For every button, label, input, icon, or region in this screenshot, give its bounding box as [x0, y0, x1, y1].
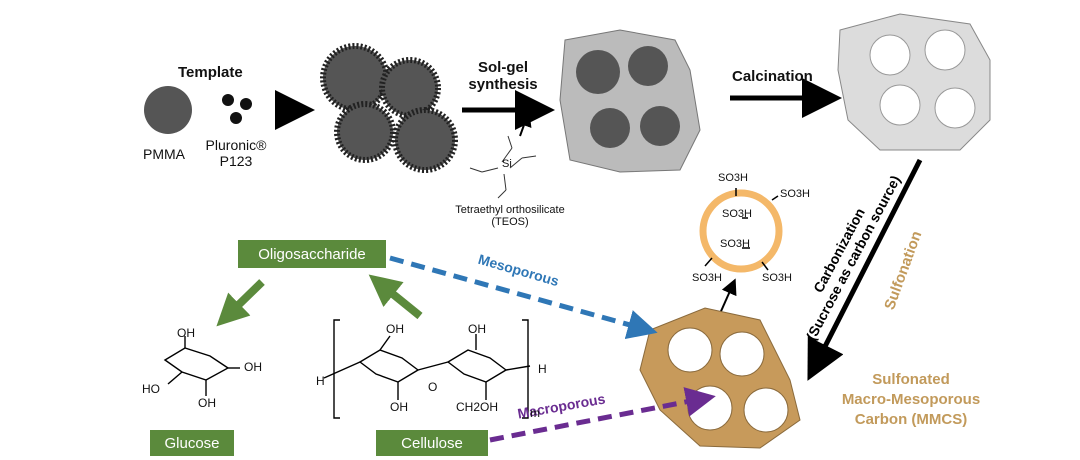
label-pluronic: Pluronic® P123: [205, 137, 267, 169]
cellulose-oh-2: OH: [468, 322, 486, 336]
label-mmcs-line2: Macro-Mesoporous: [841, 391, 981, 408]
porous-silica: [837, 13, 991, 151]
glucose-ho: HO: [142, 382, 160, 396]
pmma-p123-composite: [320, 43, 458, 173]
cellulose-h-right: H: [538, 362, 547, 376]
mmcs-carbon: [639, 307, 801, 449]
oligosaccharide-box: Oligosaccharide: [238, 240, 386, 268]
cellulose-oh-3: OH: [390, 400, 408, 414]
teos-si: Si: [502, 158, 512, 170]
arrow-from-cellulose: [368, 274, 423, 320]
label-teos: Tetraethyl orthosilicate (TEOS): [430, 204, 590, 228]
label-pluronic-line1: Pluronic®: [205, 137, 267, 153]
so3h-1: SO3H: [718, 172, 748, 184]
arrow-mesoporous: [389, 255, 658, 340]
so3h-5: SO3H: [692, 272, 722, 284]
pluronic-micelles: [222, 94, 252, 124]
label-pluronic-line2: P123: [219, 153, 253, 169]
pmma-sphere: [144, 86, 192, 134]
label-mmcs: Sulfonated Macro-Mesoporous Carbon (MMCS…: [836, 370, 986, 430]
cellulose-oh-1: OH: [386, 322, 404, 336]
cellulose-box: Cellulose: [376, 430, 488, 456]
arrow-to-glucose: [216, 279, 265, 327]
so3h-4: SO3H: [720, 238, 750, 250]
label-template: Template: [178, 64, 243, 81]
cellulose-o-link: O: [428, 380, 438, 394]
glucose-box: Glucose: [150, 430, 234, 456]
so3h-bonds: [704, 188, 779, 271]
cellulose-subscript: m: [530, 406, 540, 420]
cellulose-ch2oh: CH2OH: [456, 400, 499, 414]
so3h-3: SO3H: [722, 208, 752, 220]
so3h-2: SO3H: [780, 188, 810, 200]
so3h-6: SO3H: [762, 272, 792, 284]
label-pmma: PMMA: [143, 146, 185, 162]
label-teos-line2: (TEOS): [491, 216, 529, 228]
label-solgel-line2: synthesis: [468, 76, 538, 93]
cellulose-h-left: H: [316, 374, 325, 388]
arrow-teos: [516, 110, 532, 137]
glucose-oh-1: OH: [177, 326, 195, 340]
silica-composite: [559, 29, 701, 173]
label-teos-line1: Tetraethyl orthosilicate: [455, 204, 565, 216]
sulfonated-ring: [699, 189, 783, 273]
glucose-structure: [163, 336, 240, 396]
label-mmcs-line3: Carbon (MMCS): [854, 411, 968, 428]
label-mmcs-line1: Sulfonated: [872, 371, 950, 388]
arrow-macroporous: [489, 387, 716, 443]
teos-structure: [469, 135, 537, 199]
label-calcination: Calcination: [732, 68, 813, 85]
glucose-oh-3: OH: [198, 396, 216, 410]
glucose-oh-2: OH: [244, 360, 262, 374]
arrow-carbonization: [807, 158, 923, 381]
label-solgel-line1: Sol-gel: [477, 59, 528, 76]
cellulose-structure: [323, 319, 531, 419]
label-solgel: Sol-gel synthesis: [458, 59, 548, 93]
